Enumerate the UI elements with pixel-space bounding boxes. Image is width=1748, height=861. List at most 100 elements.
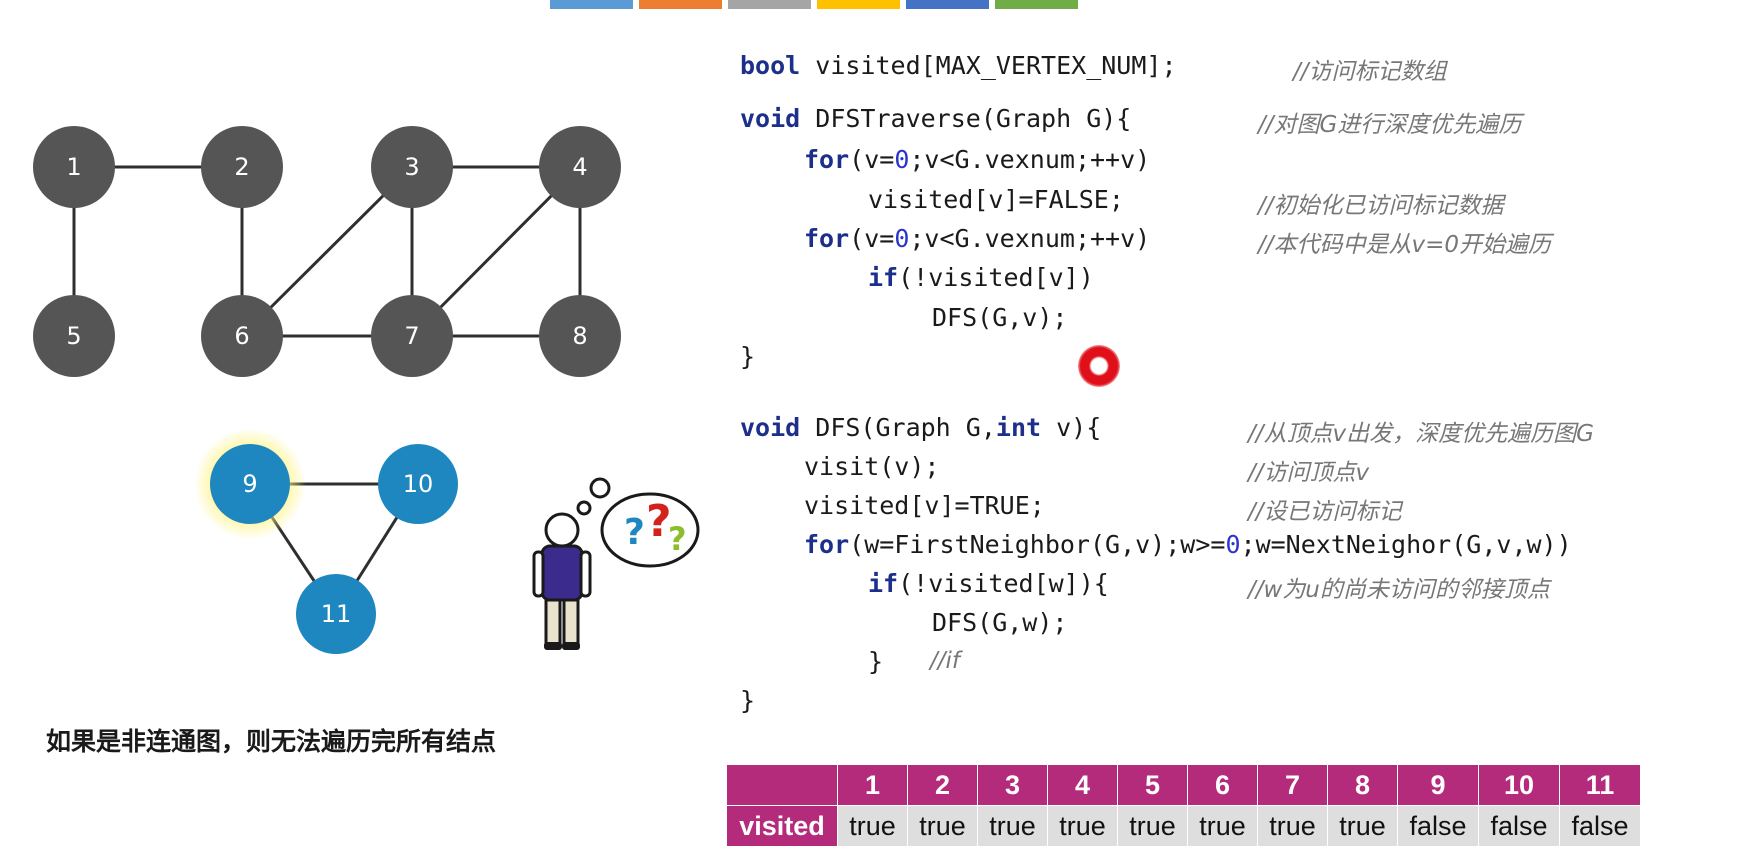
visited-column-header: 11 <box>1559 764 1641 806</box>
visited-value-cell: false <box>1559 805 1641 847</box>
code-keyword: if <box>868 263 899 292</box>
graph-node-3: 3 <box>371 126 453 208</box>
code-line-2: void DFSTraverse(Graph G){ <box>740 101 1131 137</box>
caption-text: 如果是非连通图，则无法遍历完所有结点 <box>46 727 497 756</box>
graph-node-label: 11 <box>321 600 352 628</box>
code-keyword: void <box>740 104 801 133</box>
code-line-5: for(v=0;v<G.vexnum;++v) <box>804 221 1150 257</box>
code-line-8: } <box>740 339 755 375</box>
graph-node-circle <box>33 295 115 377</box>
svg-text:?: ? <box>624 512 645 553</box>
graph-node-11: 11 <box>296 574 376 654</box>
code-text: DFS(G,w); <box>932 608 1068 637</box>
code-comment: //访问顶点v <box>1248 460 1370 486</box>
code-text: v){ <box>1041 413 1102 442</box>
confused-person-illustration: ? ? ? <box>532 477 700 650</box>
code-keyword: for <box>804 224 850 253</box>
code-text: DFS(G,v); <box>932 303 1068 332</box>
graph-node-label: 6 <box>234 322 249 350</box>
visited-column-header: 8 <box>1327 764 1398 806</box>
code-text: DFSTraverse(Graph G){ <box>800 104 1132 133</box>
graph-node-circle <box>371 295 453 377</box>
slide-tab-4 <box>817 0 900 9</box>
code-text: } <box>740 686 756 715</box>
code-line-3: for(v=0;v<G.vexnum;++v) <box>804 142 1150 178</box>
visited-table-corner-cell <box>726 764 838 806</box>
code-line-12: for(w=FirstNeighbor(G,v);w>=0;w=NextNeig… <box>804 527 1572 563</box>
graph-node-label: 10 <box>403 470 434 498</box>
svg-text:?: ? <box>668 520 687 558</box>
code-text: ;w=NextNeighor(G,v,w)) <box>1240 530 1572 559</box>
graph-node-1: 1 <box>33 126 115 208</box>
graph-node-8: 8 <box>539 295 621 377</box>
code-comment: //if <box>930 648 960 674</box>
graph-node-circle <box>539 126 621 208</box>
slide-tab-6 <box>995 0 1078 9</box>
graph-node-4: 4 <box>539 126 621 208</box>
code-text: ;v<G.vexnum;++v) <box>909 224 1151 253</box>
visited-value-cell: true <box>1187 805 1258 847</box>
code-text: } <box>868 647 884 676</box>
code-line-16: } <box>740 683 755 719</box>
code-text: ;v<G.vexnum;++v) <box>909 145 1151 174</box>
graph-node-circle <box>371 126 453 208</box>
code-text: (!visited[w]){ <box>898 569 1109 598</box>
graph-diagram: 1 2 3 4 5 6 7 8 9 10 11 <box>33 126 621 654</box>
code-text: (!visited[v]) <box>898 263 1094 292</box>
visited-array-table: 1 2 3 4 5 6 7 8 9 10 11 visited true tru… <box>726 764 1641 847</box>
slide-tab-3 <box>728 0 811 9</box>
svg-text:?: ? <box>646 496 672 547</box>
graph-node-2: 2 <box>201 126 283 208</box>
graph-node-circle <box>296 574 376 654</box>
code-comment: //访问标记数组 <box>1293 59 1447 85</box>
code-text: } <box>740 342 756 371</box>
code-text: visited[v]=FALSE; <box>868 185 1124 214</box>
graph-nodes: 1 2 3 4 5 6 7 8 9 10 11 <box>33 126 621 654</box>
slide-tab-5 <box>906 0 989 9</box>
code-line-11: visited[v]=TRUE; <box>804 488 1045 524</box>
graph-node-label: 5 <box>66 322 81 350</box>
graph-node-9: 9 <box>210 444 290 524</box>
visited-value-cell: true <box>1327 805 1398 847</box>
graph-node-label: 8 <box>572 322 587 350</box>
code-text: (v= <box>849 145 895 174</box>
code-text: visit(v); <box>804 452 940 481</box>
graph-node-circle <box>201 126 283 208</box>
graph-node-6: 6 <box>201 295 283 377</box>
visited-value-cell: true <box>977 805 1048 847</box>
code-text: (w=FirstNeighbor(G,v);w>= <box>849 530 1226 559</box>
graph-edges <box>72 165 582 615</box>
visited-column-header: 4 <box>1047 764 1118 806</box>
visited-value-cell: true <box>907 805 978 847</box>
code-text: visited[MAX_VERTEX_NUM]; <box>800 51 1177 80</box>
graph-node-circle <box>378 444 458 524</box>
visited-value-cell: true <box>1117 805 1188 847</box>
graph-node-circle <box>210 444 290 524</box>
slide-tab-2 <box>639 0 722 9</box>
graph-node-label: 3 <box>404 153 419 181</box>
code-text: DFS(Graph G, <box>800 413 996 442</box>
code-comment: //本代码中是从v=0开始遍历 <box>1258 232 1552 258</box>
code-line-1: bool visited[MAX_VERTEX_NUM]; <box>740 48 1177 84</box>
code-keyword: void <box>740 413 801 442</box>
code-comment: //初始化已访问标记数据 <box>1258 193 1504 219</box>
code-keyword: bool <box>740 51 801 80</box>
visited-column-header: 2 <box>907 764 978 806</box>
code-comment: //w为u的尚未访问的邻接顶点 <box>1248 577 1550 603</box>
visited-value-cell: false <box>1397 805 1479 847</box>
visited-column-header: 3 <box>977 764 1048 806</box>
code-number: 0 <box>894 224 910 253</box>
code-keyword: if <box>868 569 899 598</box>
code-number: 0 <box>894 145 910 174</box>
graph-node-5: 5 <box>33 295 115 377</box>
graph-node-label: 7 <box>404 322 419 350</box>
code-line-4: visited[v]=FALSE; <box>868 182 1124 218</box>
code-line-10: visit(v); <box>804 449 939 485</box>
visited-column-header: 10 <box>1478 764 1560 806</box>
visited-row-header: visited <box>726 805 838 847</box>
visited-value-cell: true <box>837 805 908 847</box>
visited-table-value-row: visited true true true true true true tr… <box>726 805 1641 847</box>
graph-node-10: 10 <box>378 444 458 524</box>
graph-node-label: 9 <box>242 470 257 498</box>
visited-value-cell: true <box>1257 805 1328 847</box>
